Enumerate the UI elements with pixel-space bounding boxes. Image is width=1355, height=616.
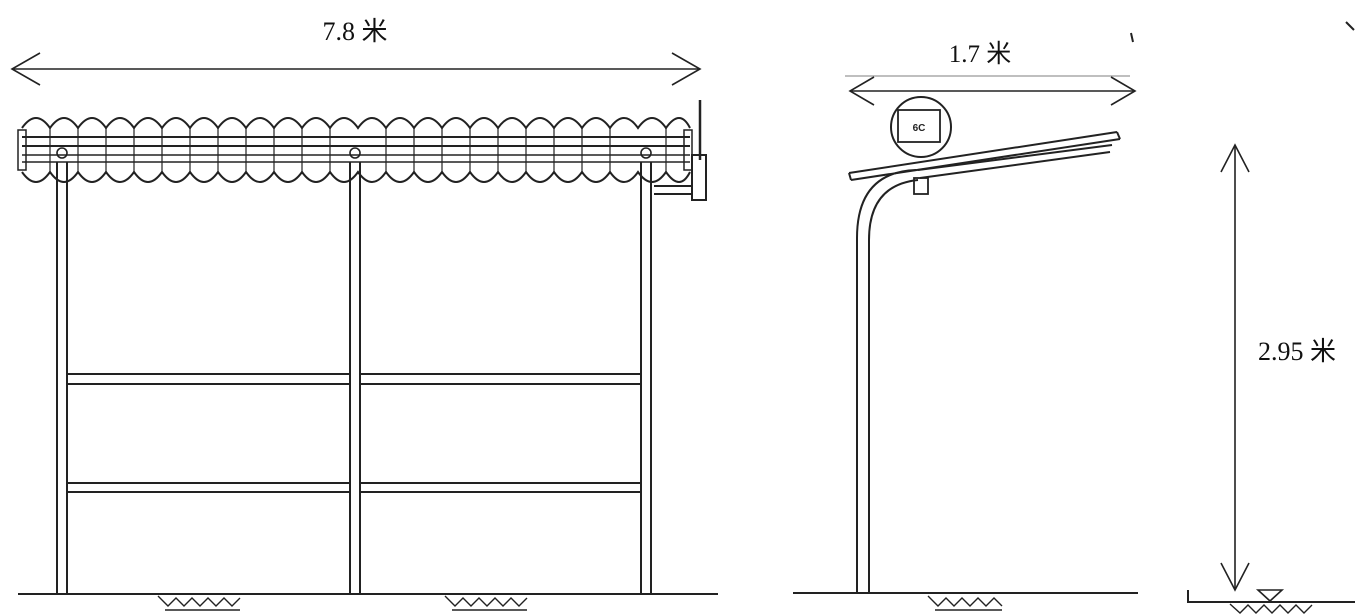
front-view: 7.8 米 (10, 17, 718, 611)
height-dimension: 2.95 米 (1187, 143, 1355, 614)
side-ground (793, 592, 1138, 611)
sign-post (654, 100, 707, 201)
depth-dimension-arrow (848, 76, 1137, 106)
depth-label: 1.7 米 (949, 40, 1012, 68)
width-dimension-arrow (10, 52, 702, 86)
height-label: 2.95 米 (1258, 337, 1336, 366)
front-rails (67, 373, 641, 493)
side-view: 1.7 米 6C (793, 21, 1355, 611)
height-dimension-arrow (1220, 143, 1250, 592)
side-canopy (848, 131, 1121, 181)
width-label: 7.8 米 (322, 17, 387, 46)
side-curved-post (856, 169, 919, 593)
sign-text: 6C (913, 123, 926, 134)
datum-ground (1187, 589, 1355, 614)
bus-stop-sign: 6C (890, 96, 952, 195)
scan-mark (1130, 21, 1355, 43)
front-posts (56, 162, 652, 593)
corrugated-roof (17, 117, 693, 183)
front-ground (18, 593, 718, 611)
